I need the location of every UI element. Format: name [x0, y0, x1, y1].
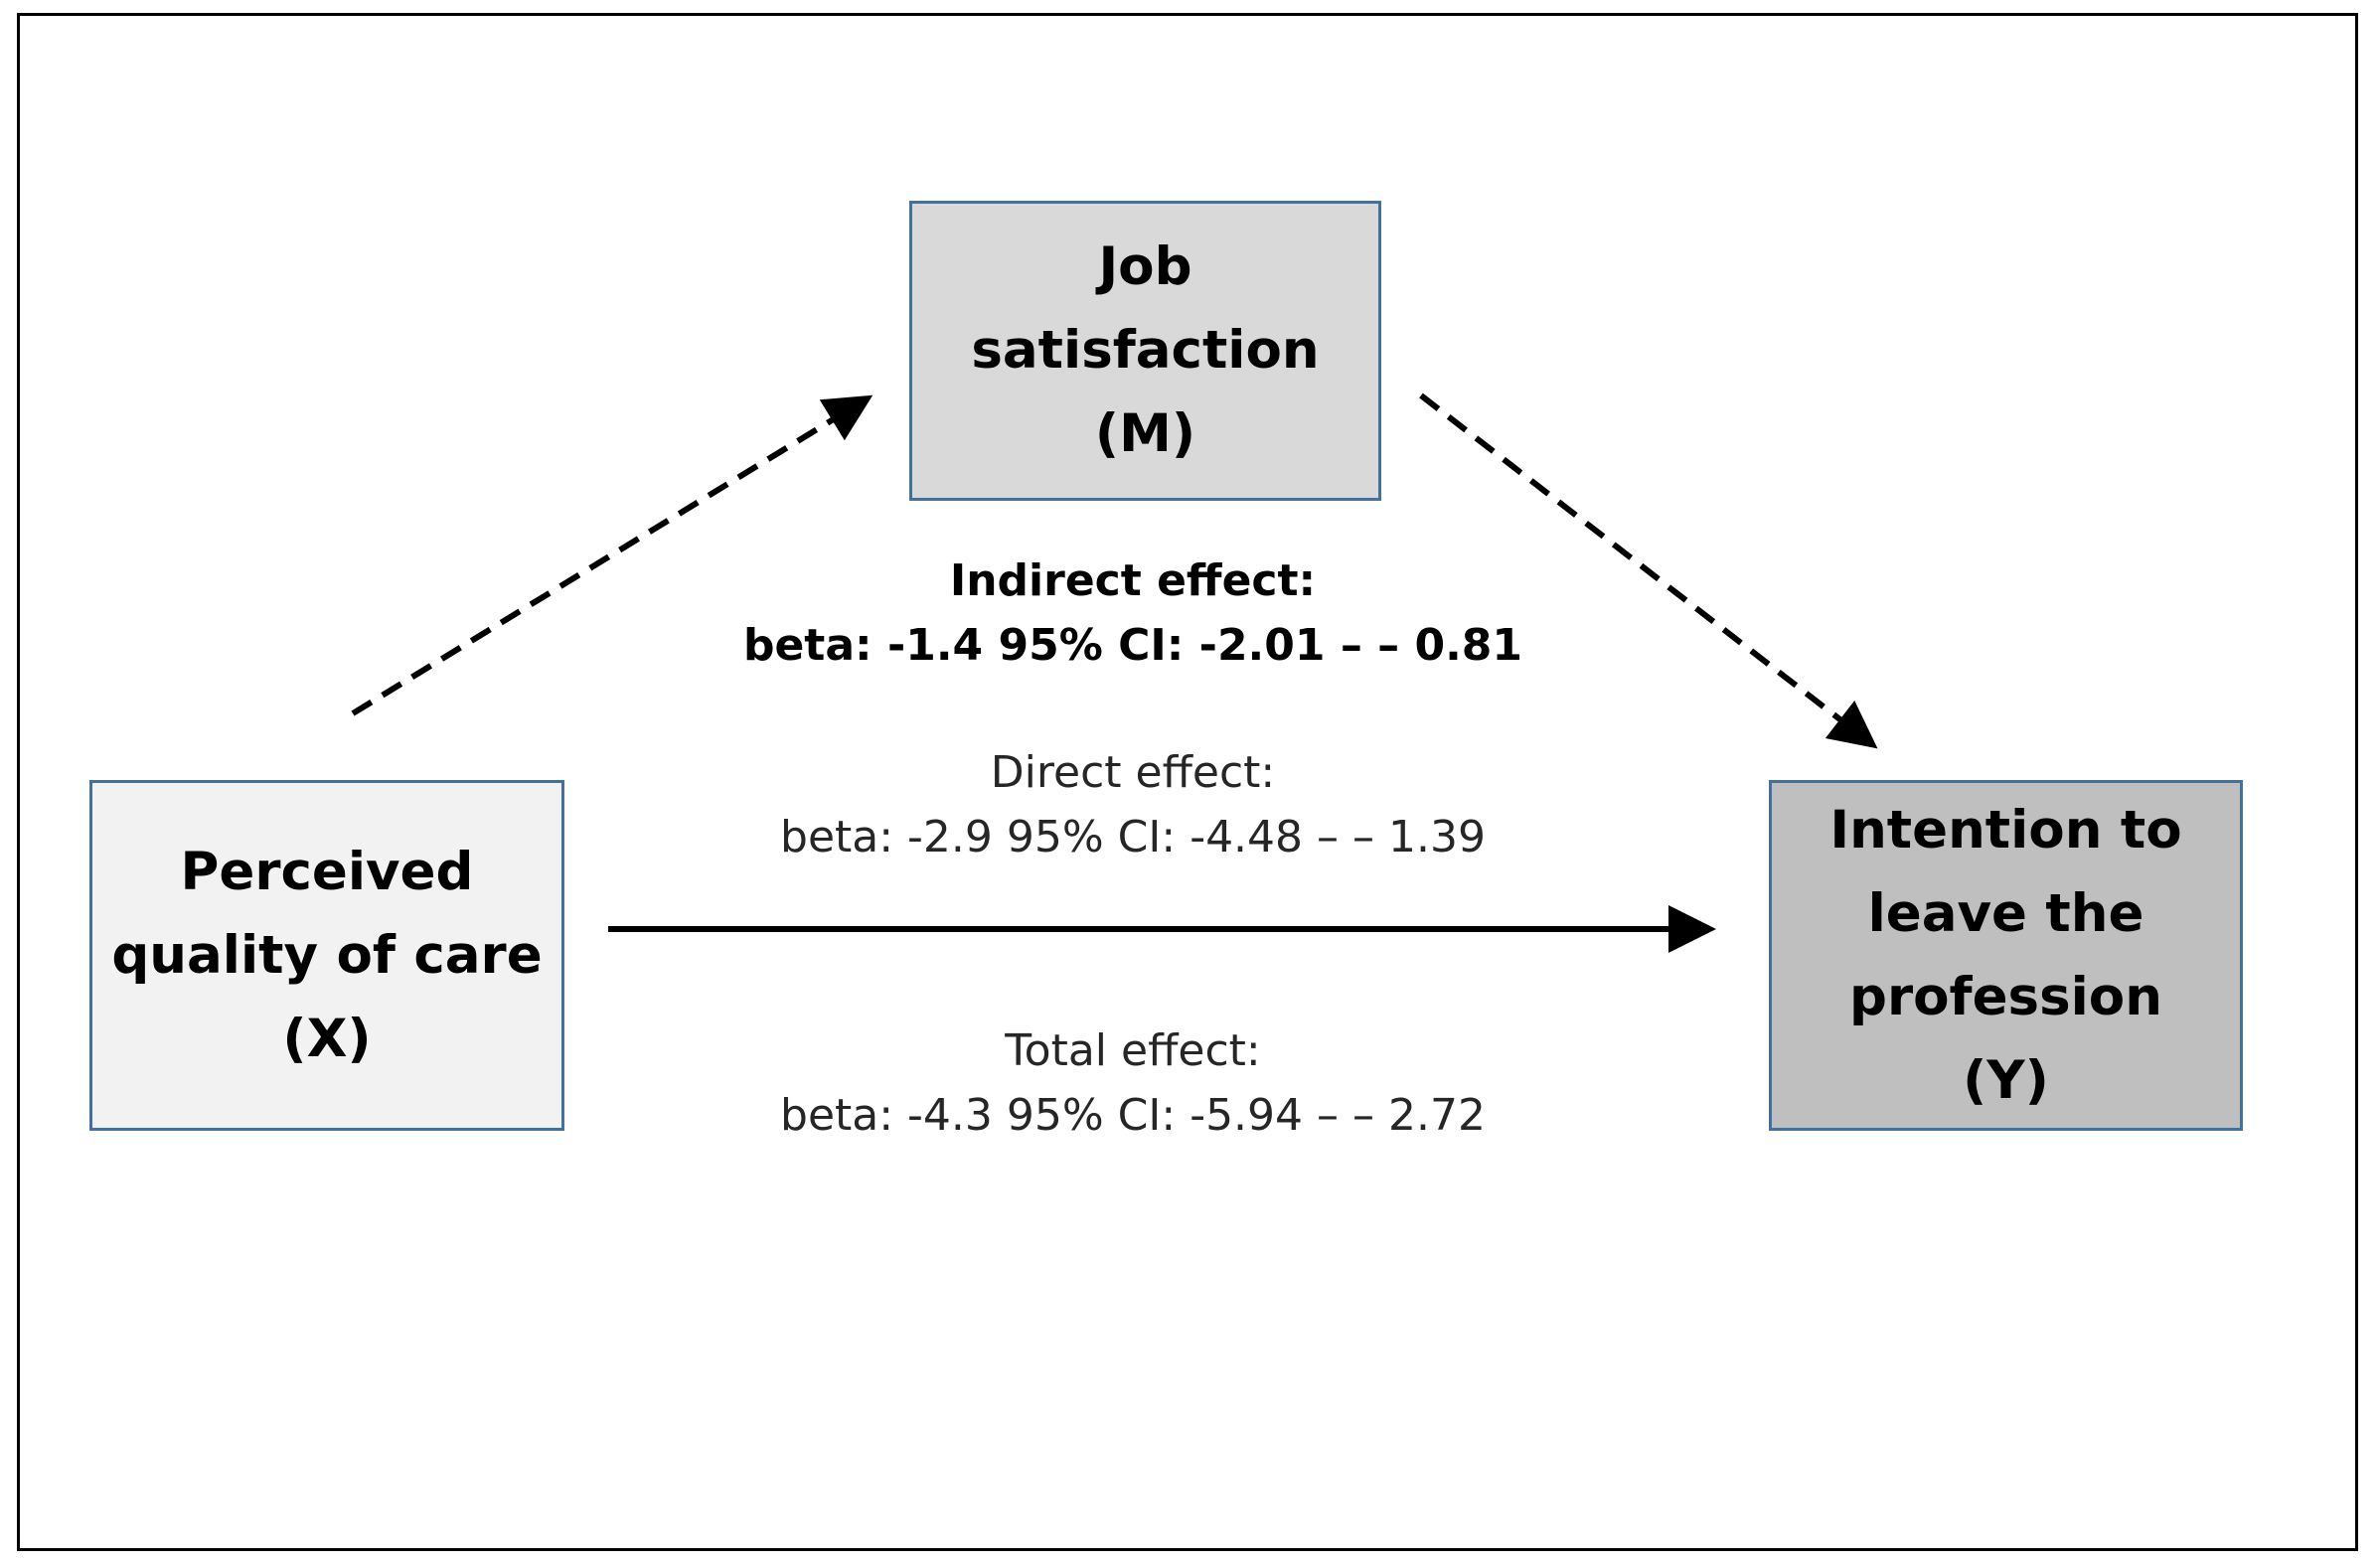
- node-intention-to-leave: Intention to leave the profession (Y): [1769, 780, 2243, 1131]
- direct-effect-label: Direct effect: beta: -2.9 95% CI: -4.48 …: [696, 740, 1570, 869]
- figure-frame: [17, 13, 2358, 1551]
- total-effect-label: Total effect: beta: -4.3 95% CI: -5.94 –…: [696, 1018, 1570, 1148]
- direct-effect-stats: beta: -2.9 95% CI: -4.48 – – 1.39: [780, 812, 1486, 862]
- edge-m-to-y-arrow: [1419, 392, 1878, 749]
- direct-effect-title: Direct effect:: [990, 747, 1276, 798]
- total-effect-title: Total effect:: [1005, 1025, 1261, 1076]
- node-perceived-quality-of-care: Perceived quality of care (X): [89, 780, 564, 1131]
- indirect-effect-stats: beta: -1.4 95% CI: -2.01 – – 0.81: [742, 620, 1523, 671]
- indirect-effect-title: Indirect effect:: [949, 555, 1317, 606]
- node-y-line-4: (Y): [1963, 1049, 2049, 1111]
- node-x-line-1: Perceived: [180, 841, 474, 902]
- node-job-satisfaction: Job satisfaction (M): [909, 201, 1381, 501]
- node-y-line-2: leave the: [1867, 882, 2144, 944]
- edge-x-to-m-arrow: [351, 394, 873, 716]
- indirect-effect-label: Indirect effect: beta: -1.4 95% CI: -2.0…: [696, 548, 1570, 678]
- total-effect-stats: beta: -4.3 95% CI: -5.94 – – 2.72: [780, 1090, 1486, 1141]
- node-x-line-3: (X): [282, 1008, 372, 1069]
- node-y-line-3: profession: [1849, 966, 2162, 1027]
- node-m-line-2: satisfaction: [971, 320, 1320, 381]
- node-x-line-2: quality of care: [111, 924, 543, 986]
- node-m-line-1: Job: [1098, 236, 1192, 297]
- node-m-line-3: (M): [1094, 403, 1196, 464]
- node-y-line-1: Intention to: [1829, 799, 2182, 860]
